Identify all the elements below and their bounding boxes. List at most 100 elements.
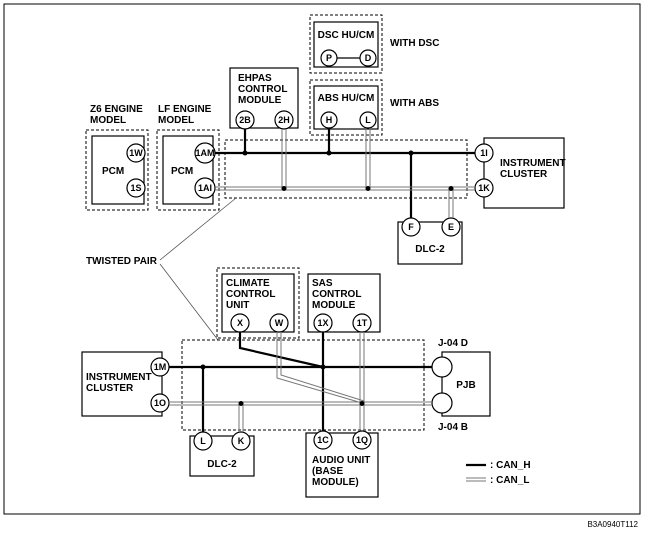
junction-dot <box>365 186 371 191</box>
top-ic-pin-1k-label: 1K <box>478 183 490 193</box>
bottom-ic-pin-1o <box>150 393 170 413</box>
z6-pcm-label: PCM <box>102 166 124 177</box>
junction-dot <box>320 364 326 370</box>
z6-engine-model: PCM 1W 1S <box>85 129 149 211</box>
ehpas-pin-2h <box>274 110 294 130</box>
bottom-dlc2-pin-l-label: L <box>200 436 206 446</box>
j04b-label: J-04 B <box>438 422 468 433</box>
top-ic-pin-1i-label: 1I <box>480 148 488 158</box>
pjb-pin-d <box>431 356 453 378</box>
bottom-instrument-cluster: 1M 1O <box>81 351 170 417</box>
climate-dashed-outline <box>216 267 300 339</box>
dsc-pin-d-label: D <box>365 53 372 63</box>
ehpas-module: 2B 2H <box>229 67 299 130</box>
abs-pin-l <box>359 111 377 129</box>
diagram-frame <box>3 3 641 515</box>
abs-dashed-outline <box>309 79 383 136</box>
junction-dot <box>200 364 206 370</box>
climate-pin-w-label: W <box>275 318 284 328</box>
z6-pin-1w-label: 1W <box>129 148 143 158</box>
bottom-ic-pin-1m-label: 1M <box>154 362 167 372</box>
junction-dot <box>238 401 244 406</box>
abs-pin-h-label: H <box>326 115 333 125</box>
junction-dot <box>326 150 332 156</box>
ehpas-pin-2b-label: 2B <box>239 115 251 125</box>
pjb-label: PJB <box>456 380 475 391</box>
z6-pin-1w <box>126 143 146 163</box>
dsc-label: DSC HU/CM <box>318 30 375 41</box>
legend-can-l-label: : CAN_L <box>490 475 529 486</box>
pjb: PJB J-04 D J-04 B <box>431 338 491 433</box>
ehpas-pin-2h-label: 2H <box>278 115 290 125</box>
lf-pcm-label: PCM <box>171 166 193 177</box>
top-twisted-pair-region <box>224 139 468 199</box>
bottom-ic-box <box>81 351 163 417</box>
top-ic-box <box>483 137 565 209</box>
lf-dashed-outline <box>156 129 220 211</box>
bottom-ic-pin-1o-label: 1O <box>154 398 166 408</box>
sas-pin-1x-label: 1X <box>317 318 328 328</box>
bottom-dlc2-pin-k <box>231 431 251 451</box>
with-dsc-label: WITH DSC <box>390 38 439 49</box>
audio-pin-1c-label: 1C <box>317 435 329 445</box>
legend: : CAN_H : CAN_L <box>466 460 531 486</box>
dsc-dashed-outline <box>309 14 383 74</box>
lf-pin-1ai-label: 1AI <box>198 183 212 193</box>
climate-can-l-lead-a <box>276 332 363 404</box>
top-dlc2-label: DLC-2 <box>415 244 445 255</box>
audio-unit: 1C 1Q <box>305 430 379 498</box>
lf-engine-model: PCM 1AM 1AI <box>156 129 220 211</box>
twisted-pair-label: TWISTED PAIR <box>86 256 158 267</box>
audio-pin-1q-label: 1Q <box>356 435 368 445</box>
top-instrument-cluster: 1I 1K <box>474 137 565 209</box>
top-ic-pin-1k <box>474 178 494 198</box>
top-dlc2-pin-e <box>441 217 461 237</box>
climate-pin-w <box>269 313 289 333</box>
pjb-pin-b <box>431 392 453 414</box>
dsc-module: DSC HU/CM P D WITH DSC <box>309 14 439 74</box>
dsc-pin-p-label: P <box>326 53 332 63</box>
top-can-h-wiring <box>215 128 475 218</box>
top-dlc2-pin-f-label: F <box>408 222 414 232</box>
bottom-twisted-pair-region <box>181 339 425 431</box>
top-can-l-wiring <box>215 128 475 218</box>
top-dlc2: DLC-2 F E <box>397 217 463 265</box>
junction-dot <box>359 401 365 406</box>
bottom-can-l-wiring <box>169 332 432 432</box>
lf-pin-1am-label: 1AM <box>195 148 214 158</box>
sas-pin-1t <box>352 313 372 333</box>
j04d-label: J-04 D <box>438 338 468 349</box>
climate-can-h-lead <box>238 332 324 369</box>
lf-pin-1ai <box>194 177 216 199</box>
bottom-dlc2-label: DLC-2 <box>207 459 237 470</box>
legend-can-h-label: : CAN_H <box>490 460 531 471</box>
abs-module: ABS HU/CM H L WITH ABS <box>309 79 439 136</box>
z6-pin-1s <box>126 178 146 198</box>
twisted-pair-leader-top <box>159 197 237 261</box>
junction-dot <box>281 186 287 191</box>
sas-control-module: 1X 1T <box>307 273 381 333</box>
twisted-pair-leader-bottom <box>159 263 219 341</box>
bottom-can-h-wiring <box>169 332 432 432</box>
with-abs-label: WITH ABS <box>390 98 439 109</box>
bottom-dlc2: DLC-2 L K <box>189 431 255 477</box>
audio-pin-1q <box>352 430 372 450</box>
z6-pin-1s-label: 1S <box>130 183 141 193</box>
abs-label: ABS HU/CM <box>318 93 375 104</box>
junction-dot <box>448 186 454 191</box>
sas-pin-1t-label: 1T <box>357 318 368 328</box>
junction-dot <box>408 150 414 156</box>
bottom-dlc2-pin-k-label: K <box>238 436 245 446</box>
z6-dashed-outline <box>85 129 149 211</box>
abs-pin-l-label: L <box>365 115 371 125</box>
climate-can-l-lead-b <box>280 332 365 402</box>
diagram-code: B3A0940T112 <box>587 520 638 529</box>
